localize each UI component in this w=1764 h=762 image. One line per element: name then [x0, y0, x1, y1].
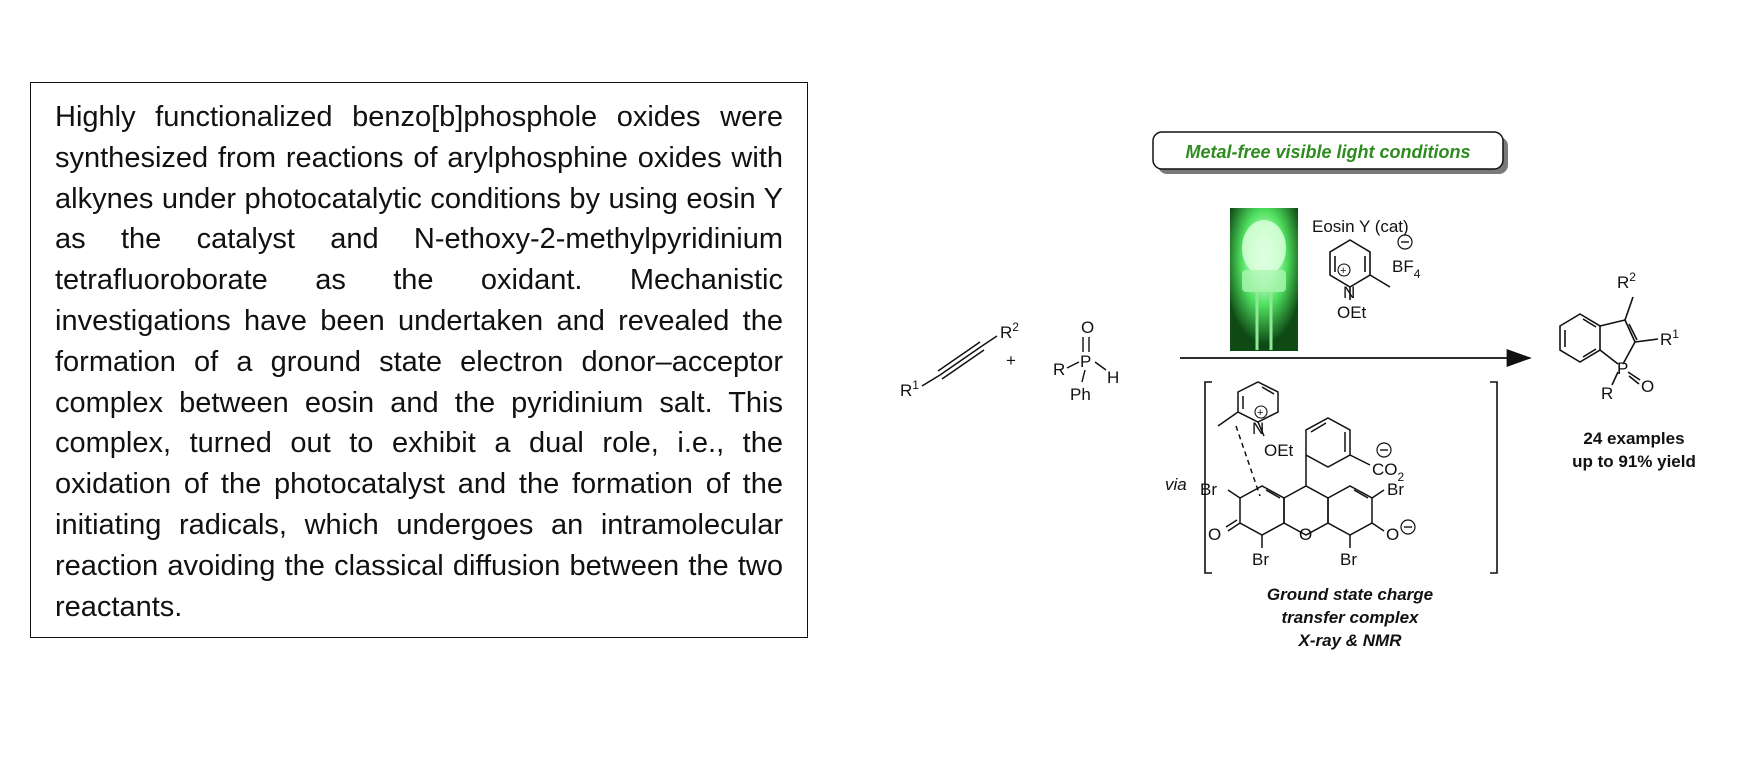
alkyne-r1: R1 — [900, 378, 919, 400]
br-label-4: Br — [1387, 480, 1404, 499]
catalyst-label: Eosin Y (cat) — [1312, 217, 1409, 236]
product-r: R — [1601, 384, 1613, 403]
green-led-image — [1230, 208, 1298, 351]
abstract-box: Highly functionalized benzo[b]phosphole … — [30, 82, 808, 638]
svg-text:+: + — [1257, 407, 1263, 419]
product-p: P — [1617, 359, 1628, 378]
banner-text: Metal-free visible light conditions — [1185, 142, 1470, 162]
results-examples: 24 examples — [1583, 429, 1684, 448]
product-r2: R2 — [1617, 270, 1636, 292]
complex-caption-2: transfer complex — [1282, 608, 1421, 627]
charge-transfer-complex — [1217, 381, 1385, 548]
phosphine-ph: Ph — [1070, 385, 1091, 404]
oxidant-n: N — [1343, 283, 1355, 302]
complex-caption-1: Ground state charge — [1267, 585, 1433, 604]
complex-n: N — [1252, 419, 1264, 438]
phosphine-h: H — [1107, 368, 1119, 387]
phosphine-p: P — [1080, 352, 1091, 371]
carboxylate-label: CO2 — [1372, 460, 1405, 484]
bracket-right — [1490, 381, 1498, 574]
abstract-text: Highly functionalized benzo[b]phosphole … — [55, 101, 783, 623]
ring-o: O — [1299, 525, 1312, 544]
complex-caption-3: X-ray & NMR — [1298, 631, 1403, 650]
phosphine-o: O — [1081, 318, 1094, 337]
phosphine-r: R — [1053, 360, 1065, 379]
results-yield: up to 91% yield — [1572, 452, 1696, 471]
reaction-scheme: Metal-free visible light conditions Eosi… — [900, 131, 1696, 650]
counter-ion: BF4 — [1392, 257, 1421, 281]
ketone-o: O — [1208, 525, 1221, 544]
br-label-1: Br — [1200, 480, 1217, 499]
br-label-2: Br — [1252, 550, 1269, 569]
oxidant-oet: OEt — [1337, 303, 1367, 322]
via-label: via — [1165, 475, 1187, 494]
plus-sign: + — [1006, 351, 1016, 370]
pyridinium-oxidant — [1329, 239, 1391, 300]
bracket-left — [1204, 381, 1212, 574]
complex-oet: OEt — [1264, 441, 1294, 460]
svg-text:+: + — [1340, 265, 1346, 277]
br-label-3: Br — [1340, 550, 1357, 569]
alkyne-reactant — [921, 335, 998, 387]
product-r1: R1 — [1660, 327, 1679, 349]
anion-o: O — [1386, 525, 1399, 544]
alkyne-r2: R2 — [1000, 320, 1019, 342]
product-structure — [1559, 296, 1659, 386]
product-o: O — [1641, 377, 1654, 396]
conditions-banner: Metal-free visible light conditions — [1152, 131, 1508, 174]
